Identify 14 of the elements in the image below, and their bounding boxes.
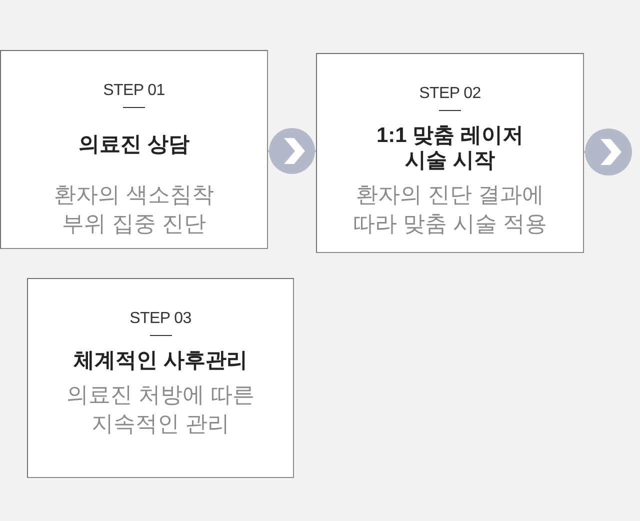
step-box: [27, 278, 294, 478]
step-description: 환자의 색소침착 부위 집중 진단: [52, 181, 216, 238]
step-description: 환자의 진단 결과에 따라 맞춤 시술 적용: [352, 181, 548, 238]
step-title: 의료진 상담: [78, 132, 190, 157]
chevron-arrow: [584, 128, 632, 176]
chevron-arrow: [268, 128, 316, 174]
step-box: [0, 50, 268, 249]
step-label: STEP 03: [130, 309, 192, 329]
step-label: STEP 01: [103, 81, 165, 101]
step-title: 1:1 맞춤 레이저 시술 시작: [375, 123, 525, 173]
step-label: STEP 02: [419, 84, 481, 104]
step-title: 체계적인 사후관리: [72, 348, 248, 373]
step-description: 의료진 처방에 따른 지속적인 관리: [65, 381, 256, 438]
step-box: [316, 53, 584, 253]
